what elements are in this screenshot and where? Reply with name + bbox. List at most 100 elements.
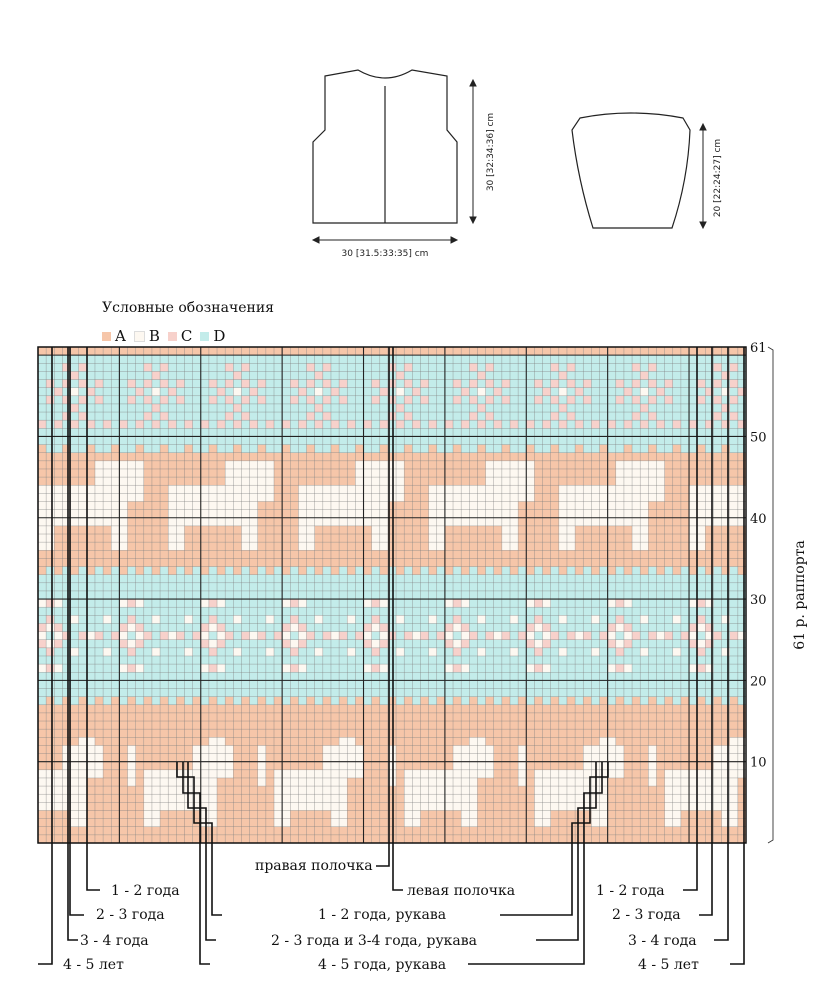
chart-cell (656, 607, 665, 616)
chart-cell (648, 534, 657, 543)
chart-cell (192, 664, 201, 673)
chart-cell (78, 542, 87, 551)
chart-cell (396, 615, 405, 624)
chart-cell (103, 517, 112, 526)
chart-cell (38, 599, 47, 608)
chart-cell (640, 501, 649, 510)
chart-cell (485, 428, 494, 437)
chart-cell (103, 574, 112, 583)
chart-cell (648, 436, 657, 445)
chart-cell (46, 712, 55, 722)
chart-cell (70, 761, 79, 770)
chart-cell (225, 590, 234, 600)
sleeve-outline (571, 112, 691, 229)
chart-cell (534, 428, 543, 437)
chart-cell (705, 786, 714, 795)
chart-cell (583, 542, 592, 551)
chart-cell (729, 688, 738, 697)
chart-cell (461, 834, 470, 844)
chart-cell (103, 371, 112, 380)
chart-cell (200, 729, 209, 738)
chart-cell (575, 550, 584, 559)
chart-cell (705, 395, 714, 404)
chart-cell (111, 485, 120, 494)
chart-cell (151, 566, 161, 575)
chart-cell (526, 623, 535, 632)
chart-cell (355, 672, 364, 681)
chart-cell (143, 379, 152, 388)
chart-cell (363, 599, 372, 608)
chart-cell (322, 631, 332, 640)
chart-cell (705, 623, 714, 632)
chart-cell (656, 777, 665, 787)
chart-cell (575, 420, 584, 429)
chart-cell (412, 704, 421, 713)
chart-cell (70, 420, 79, 429)
chart-cell (127, 802, 136, 811)
chart-cell (78, 485, 87, 494)
chart-cell (127, 631, 136, 640)
chart-cell (257, 688, 266, 697)
chart-cell (127, 729, 136, 738)
chart-cell (444, 672, 454, 681)
chart-cell (274, 810, 283, 819)
chart-cell (347, 696, 356, 705)
chart-cell (656, 534, 665, 543)
chart-cell (111, 639, 120, 648)
chart-cell (330, 395, 340, 404)
chart-cell (46, 558, 55, 567)
chart-cell (233, 834, 242, 844)
chart-cell (713, 786, 722, 795)
chart-cell (623, 672, 633, 681)
chart-cell (192, 509, 201, 518)
chart-cell (127, 403, 136, 413)
chart-cell (648, 428, 657, 437)
chart-cell (322, 517, 332, 526)
chart-cell (615, 558, 624, 567)
chart-cell (640, 420, 649, 429)
chart-cell (265, 753, 275, 762)
chart-cell (225, 582, 234, 591)
chart-cell (404, 623, 413, 632)
chart-cell (558, 704, 568, 713)
chart-cell (632, 794, 641, 803)
chart-cell (265, 534, 275, 543)
chart-cell (339, 428, 348, 437)
chart-cell (615, 826, 624, 835)
chart-cell (86, 712, 96, 722)
chart-cell (371, 452, 380, 461)
chart-cell (274, 460, 283, 470)
chart-cell (566, 647, 576, 657)
chart-cell (290, 452, 299, 461)
chart-cell (656, 672, 665, 681)
chart-cell (420, 680, 429, 689)
chart-cell (103, 672, 112, 681)
chart-cell (599, 444, 608, 453)
chart-cell (135, 834, 144, 844)
chart-cell (94, 639, 104, 648)
chart-cell (46, 485, 55, 494)
chart-cell (119, 395, 128, 404)
chart-cell (485, 501, 494, 510)
chart-cell (306, 737, 315, 746)
chart-cell (103, 761, 112, 770)
chart-cell (78, 712, 87, 722)
chart-cell (314, 680, 323, 689)
chart-cell (664, 688, 673, 697)
chart-cell (339, 737, 348, 746)
chart-cell (664, 542, 673, 551)
chart-cell (640, 403, 649, 413)
chart-cell (225, 753, 234, 762)
chart-cell (330, 696, 340, 705)
chart-cell (62, 623, 71, 632)
chart-cell (265, 729, 275, 738)
chart-cell (111, 607, 120, 616)
chart-cell (583, 655, 592, 665)
chart-cell (70, 834, 79, 844)
chart-cell (314, 428, 323, 437)
chart-cell (38, 672, 47, 681)
chart-cell (184, 420, 193, 429)
chart-cell (46, 745, 55, 754)
chart-cell (103, 794, 112, 803)
chart-cell (599, 452, 608, 461)
